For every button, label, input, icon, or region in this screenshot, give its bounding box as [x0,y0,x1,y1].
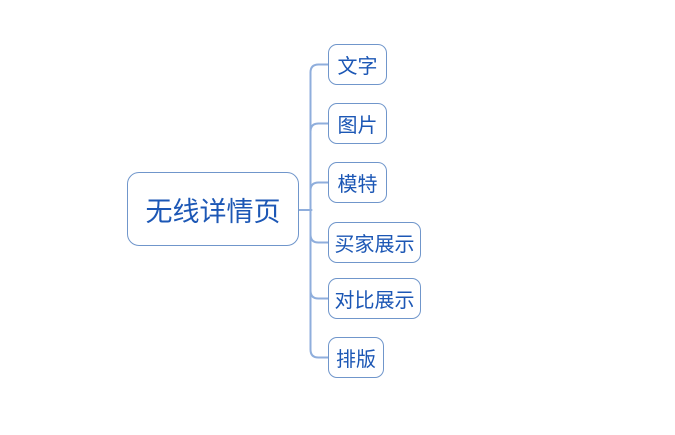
node-label: 模特 [337,174,378,196]
node-label: 对比展示 [334,290,415,312]
mindmap-node-root[interactable]: 无线详情页 [127,172,299,246]
node-label: 图片 [337,115,378,137]
connector-branch-3 [309,181,330,192]
connector-trunk-top-bottom [309,63,330,359]
mindmap-node-buyer-show[interactable]: 买家展示 [328,222,421,263]
connector-branch-4 [309,233,330,244]
mindmap-node-text[interactable]: 文字 [328,44,387,85]
node-label: 排版 [336,349,376,371]
mindmap-node-model[interactable]: 模特 [328,162,387,203]
mindmap-node-compare-show[interactable]: 对比展示 [328,278,421,319]
node-label: 文字 [337,56,378,78]
mindmap-node-layout[interactable]: 排版 [328,337,384,378]
node-label: 买家展示 [334,234,415,256]
connector-branch-5 [309,289,330,300]
mindmap-node-image[interactable]: 图片 [328,103,387,144]
node-label: 无线详情页 [145,196,281,227]
connector-branch-2 [309,122,330,133]
